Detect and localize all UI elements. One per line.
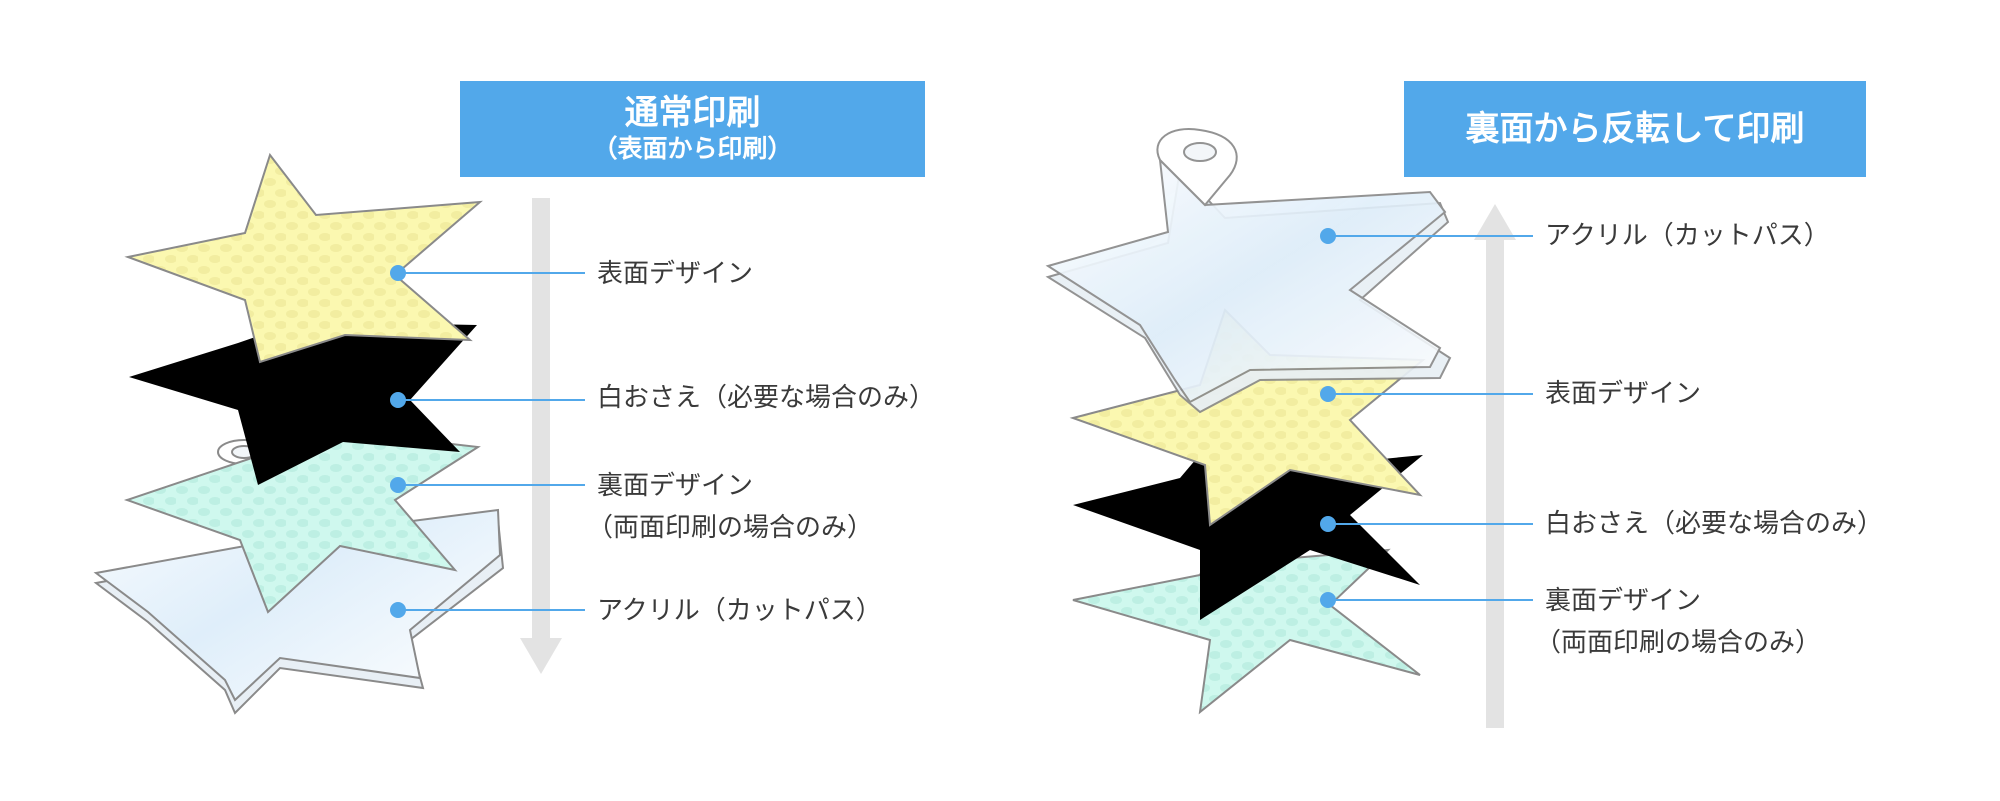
label-acrylic-cutpath: アクリル（カットパス） [1545,221,1830,251]
leader-dot-white [390,392,406,408]
reverse-print-layer-stack [1045,128,1533,715]
label-back-design-note: （両面印刷の場合のみ） [587,513,874,543]
label-surface-design: 表面デザイン [597,259,754,289]
down-arrow-icon [520,198,562,674]
leader-dot-back [390,477,406,493]
leader-dot-surface [1320,386,1336,402]
label-back-design-note: （両面印刷の場合のみ） [1535,628,1822,658]
normal-print-panel: 通常印刷 （表面から印刷） [93,81,936,715]
label-white-underlayer: 白おさえ（必要な場合のみ） [1545,509,1884,539]
leader-dot-acrylic [390,602,406,618]
label-back-design: 裏面デザイン [1545,586,1702,616]
header-subtitle: （表面から印刷） [592,134,793,163]
leader-dot-white [1320,516,1336,532]
reverse-print-panel: 裏面から反転して印刷 [1000,0,2000,801]
header-title: 通常印刷 [624,93,761,133]
normal-print-layer-stack [93,152,585,715]
label-acrylic-cutpath: アクリル（カットパス） [597,596,882,626]
surface-design-layer [124,152,483,364]
leader-dot-back [1320,592,1336,608]
normal-print-header: 通常印刷 （表面から印刷） [460,81,925,177]
leader-dot-acrylic [1320,228,1336,244]
acrylic-layer [1045,128,1452,414]
label-white-underlayer: 白おさえ（必要な場合のみ） [597,383,936,413]
label-back-design: 裏面デザイン [597,471,754,501]
reverse-print-header: 裏面から反転して印刷 [1404,81,1866,177]
up-arrow-icon [1474,204,1516,728]
leader-dot-surface [390,265,406,281]
label-surface-design: 表面デザイン [1545,379,1702,409]
white-underlayer-layer [129,318,477,485]
header-title: 裏面から反転して印刷 [1465,109,1805,149]
